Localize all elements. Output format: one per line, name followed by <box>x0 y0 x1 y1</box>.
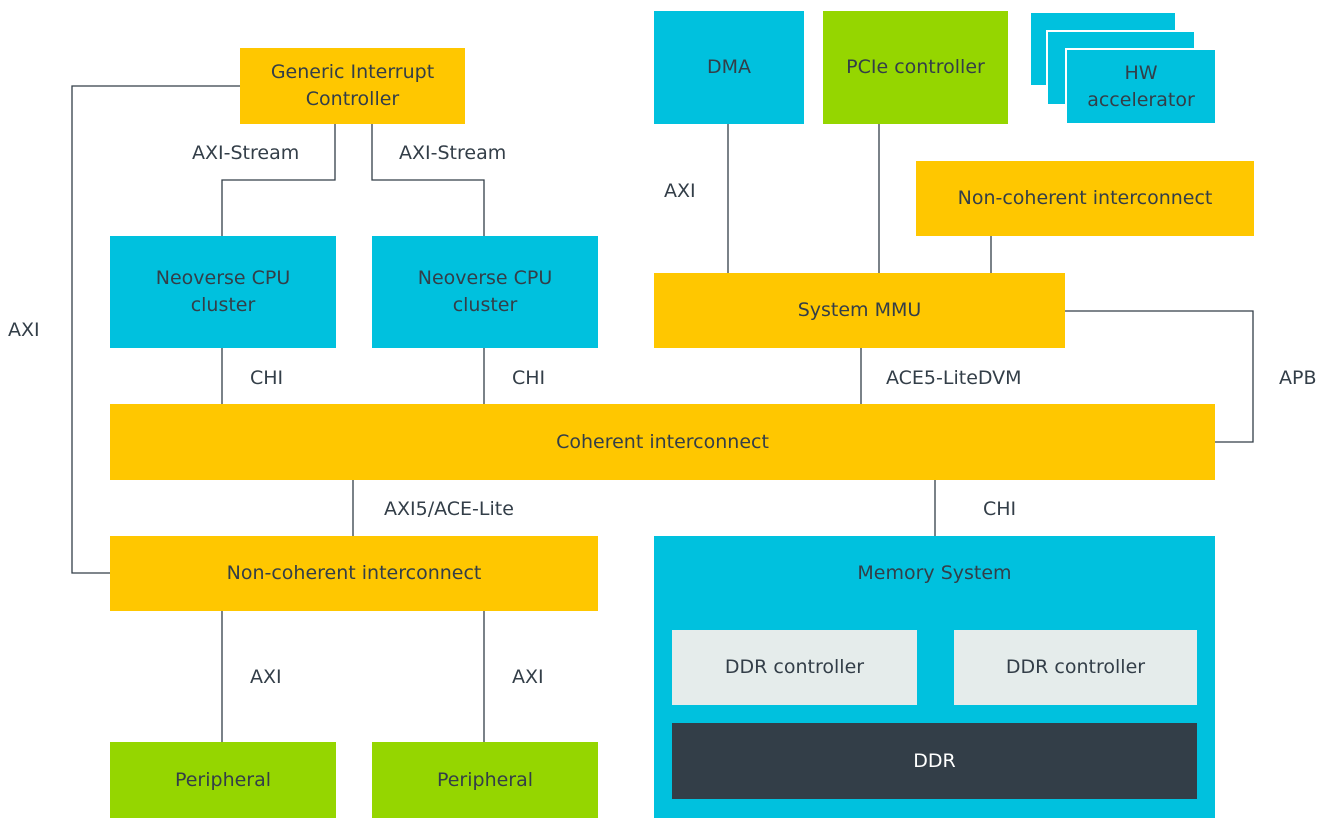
link-label-smmu-coherent: ACE5-LiteDVM <box>886 367 1022 389</box>
link-label-gic-cpu2: AXI-Stream <box>399 142 507 164</box>
memory-system-label: Memory System <box>857 562 1012 584</box>
link-label-cpu2-coherent: CHI <box>512 367 546 389</box>
ddr-block: DDR <box>672 723 1197 799</box>
ddr-controller-1: DDR controller <box>672 630 917 705</box>
pcie-label: PCIe controller <box>846 56 985 79</box>
peripheral-1-label: Peripheral <box>174 768 272 791</box>
wire-gic-noncoherent <box>71 85 240 574</box>
link-label-noncoherent-periph2: AXI <box>512 666 544 688</box>
wire-gic-cpu2 <box>371 124 485 236</box>
dma-block: DMA <box>654 11 804 124</box>
ddr-label: DDR <box>913 749 956 772</box>
wire-smmu-apb <box>1065 310 1254 443</box>
ddr-controller-1-label: DDR controller <box>724 656 865 679</box>
dma-label: DMA <box>706 56 752 79</box>
link-label-coherent-memory: CHI <box>983 498 1017 520</box>
ddr-controller-2-label: DDR controller <box>1005 656 1146 679</box>
ddr-controller-2: DDR controller <box>954 630 1197 705</box>
cpu-cluster-2: Neoverse CPU cluster <box>372 236 598 348</box>
link-label-gic-cpu1: AXI-Stream <box>192 142 300 164</box>
generic-interrupt-controller: Generic Interrupt Controller <box>240 48 465 124</box>
wire-gic-cpu1 <box>221 124 336 236</box>
hw-accelerator-label: HW accelerator <box>1087 61 1195 111</box>
hw-accelerator: HW accelerator <box>1065 48 1217 125</box>
noncoherent-top-label: Non-coherent interconnect <box>957 187 1213 210</box>
coherent-interconnect: Coherent interconnect <box>110 404 1215 480</box>
link-label-cpu1-coherent: CHI <box>250 367 284 389</box>
link-label-dma-smmu: AXI <box>664 180 696 202</box>
pcie-controller: PCIe controller <box>823 11 1008 124</box>
peripheral-1: Peripheral <box>110 742 336 818</box>
system-mmu: System MMU <box>654 273 1065 348</box>
noncoherent-bottom-label: Non-coherent interconnect <box>226 562 482 585</box>
link-label-apb: APB <box>1279 367 1317 389</box>
smmu-label: System MMU <box>797 299 922 322</box>
noncoherent-interconnect-top: Non-coherent interconnect <box>916 161 1254 236</box>
link-label-coherent-noncoherent: AXI5/ACE-Lite <box>384 498 514 520</box>
peripheral-2-label: Peripheral <box>436 768 534 791</box>
peripheral-2: Peripheral <box>372 742 598 818</box>
link-label-gic-noncoherent: AXI <box>8 319 40 341</box>
cpu-cluster-1: Neoverse CPU cluster <box>110 236 336 348</box>
cpu-cluster-1-label: Neoverse CPU cluster <box>155 267 291 316</box>
link-label-noncoherent-periph1: AXI <box>250 666 282 688</box>
cpu-cluster-2-label: Neoverse CPU cluster <box>417 267 553 316</box>
noncoherent-interconnect-bottom: Non-coherent interconnect <box>110 536 598 611</box>
coherent-label: Coherent interconnect <box>556 430 769 453</box>
gic-label: Generic Interrupt Controller <box>270 61 435 110</box>
